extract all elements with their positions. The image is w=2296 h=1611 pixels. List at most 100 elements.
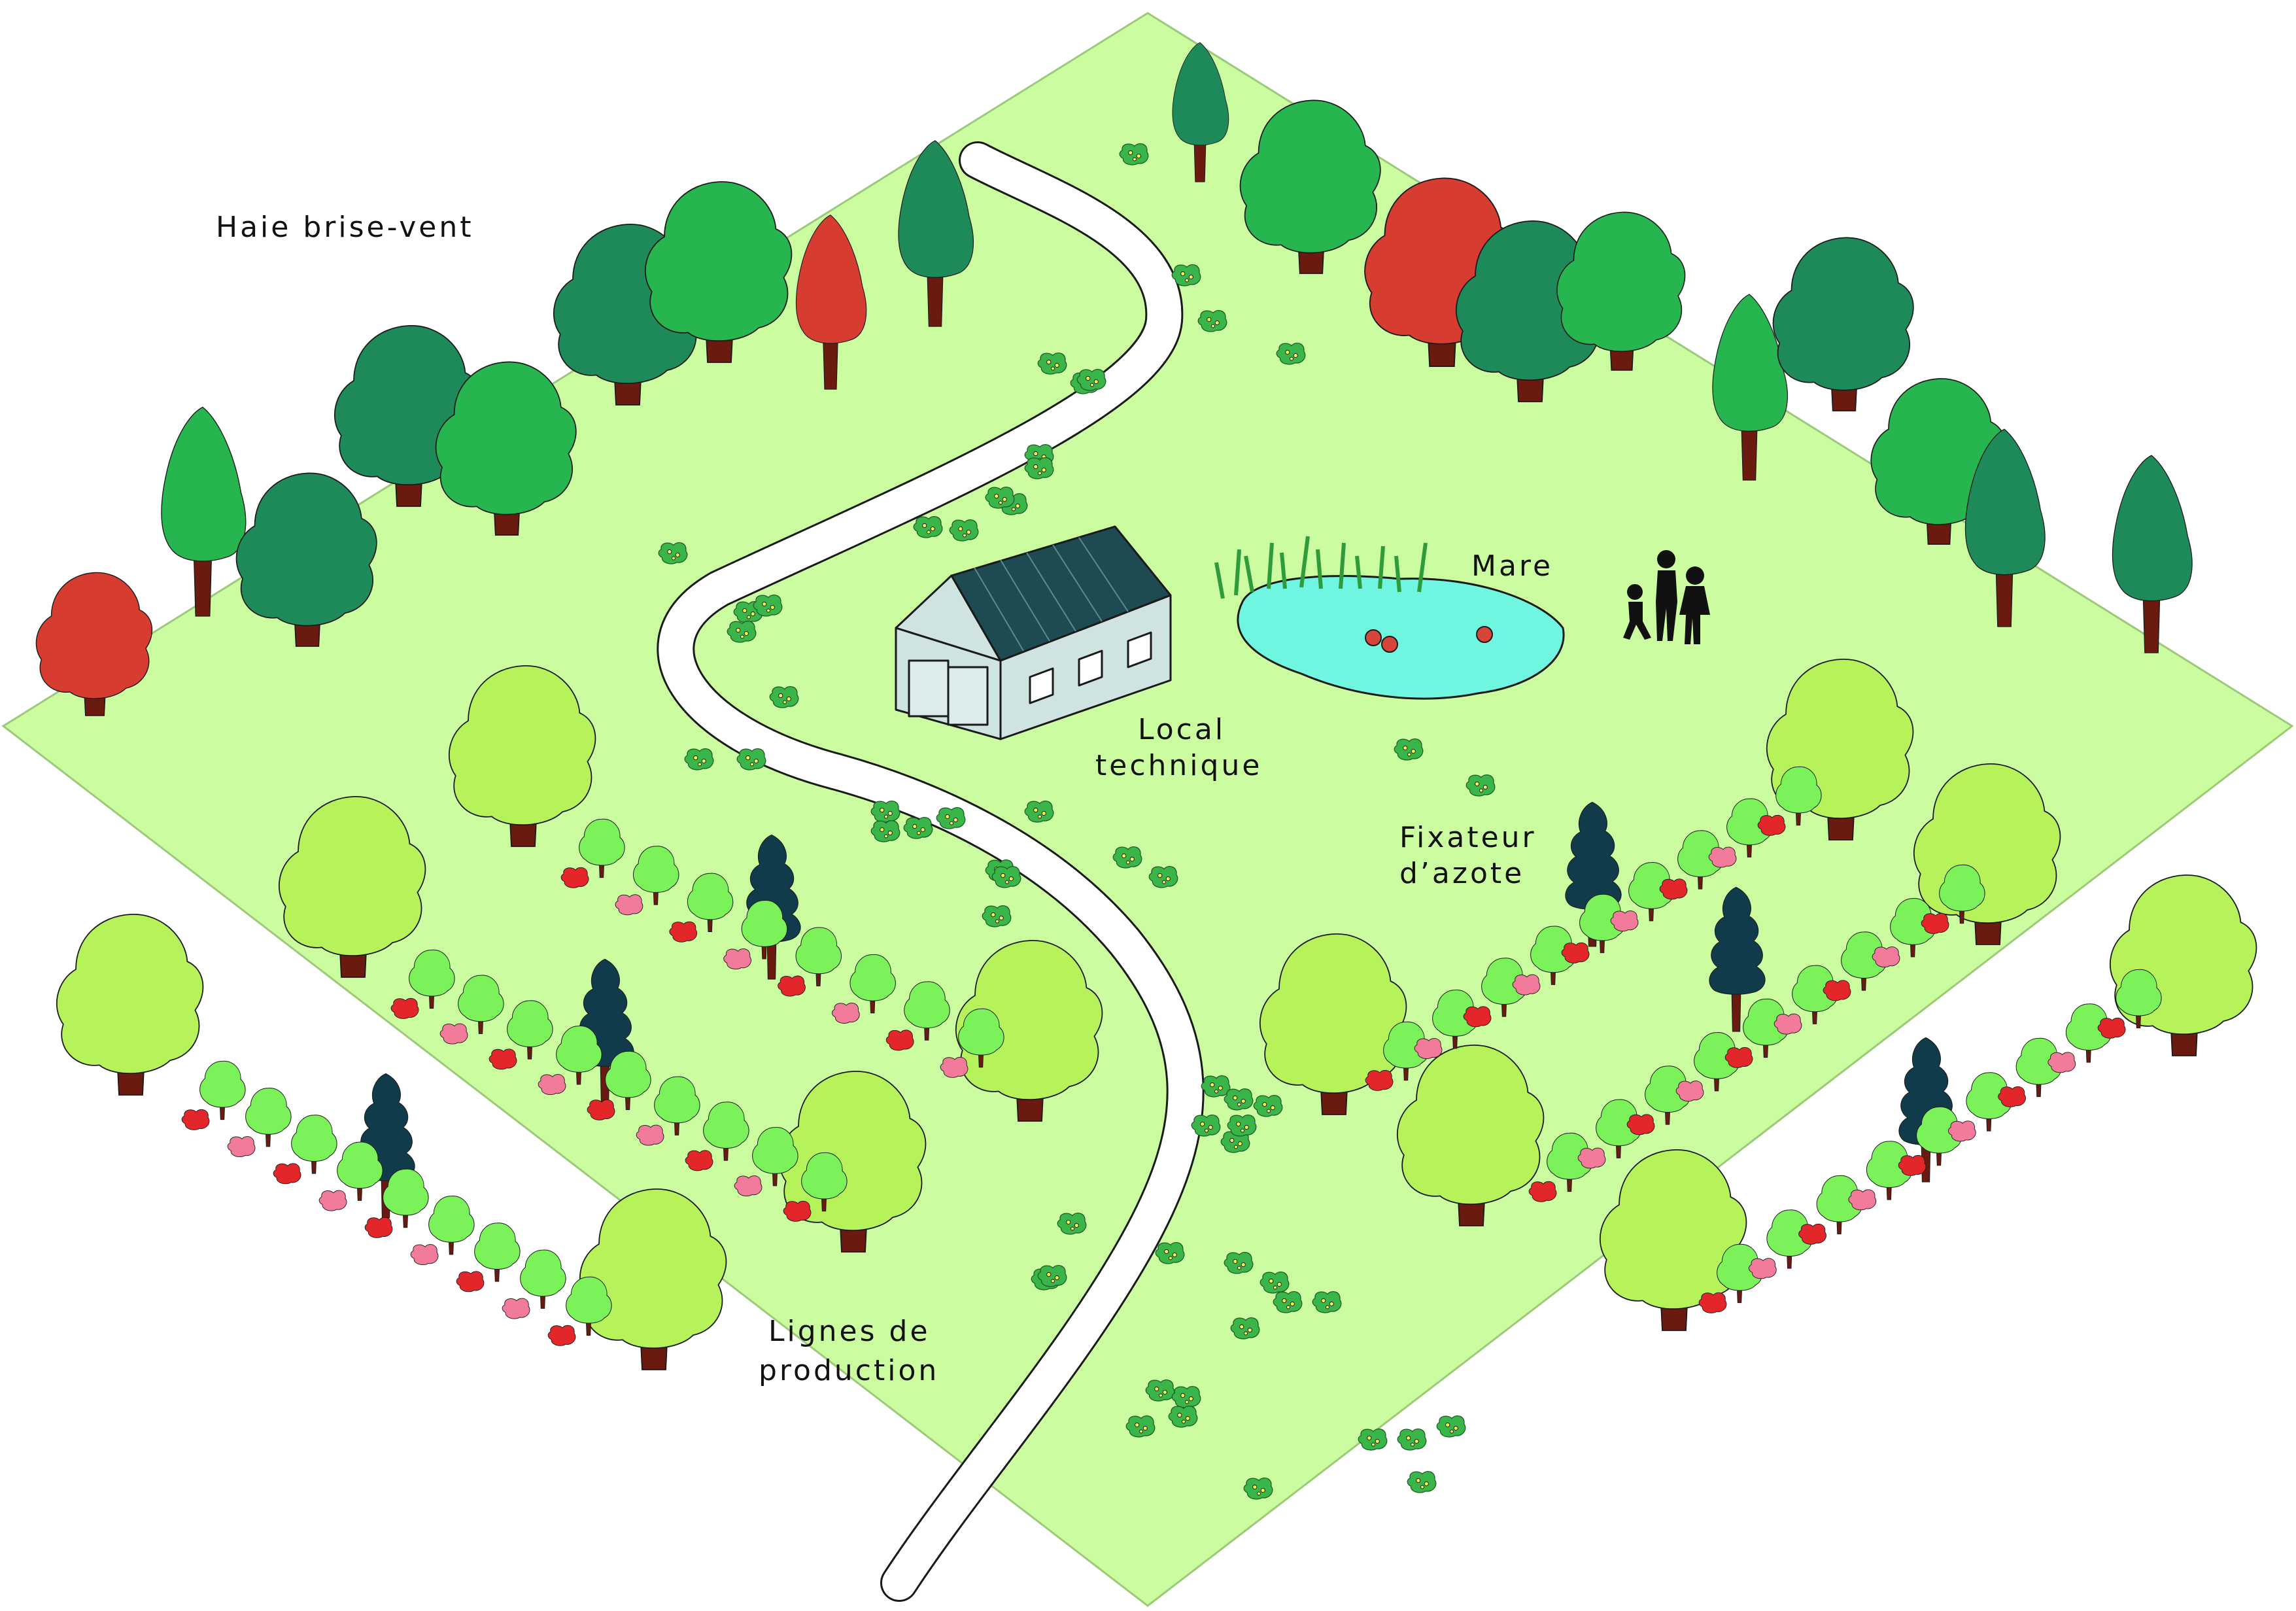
flower-clump-18 <box>684 748 714 771</box>
row-left-1-blob-0 <box>560 867 589 888</box>
row-left-2-blob-6 <box>685 1150 713 1171</box>
row-right-2-blob-3 <box>1675 1081 1704 1102</box>
row-right-3-blob-6 <box>1998 1086 2026 1107</box>
row-right-3-blob-2 <box>1798 1223 1826 1245</box>
row-left-3-blob-8 <box>547 1325 576 1346</box>
label-lignes-line1: Lignes de <box>768 1315 931 1348</box>
row-left-2-blob-7 <box>734 1175 762 1197</box>
flower-clump-44 <box>1145 1379 1175 1402</box>
row-right-3-blob-8 <box>2097 1017 2126 1039</box>
flower-clump-13 <box>658 542 688 564</box>
row-left-2-blob-8 <box>783 1200 812 1222</box>
row-left-3-blob-5 <box>410 1244 439 1266</box>
row-right-2-blob-4 <box>1724 1047 1753 1068</box>
flower-clump-3 <box>1276 343 1306 365</box>
flower-clump-41 <box>1273 1291 1303 1313</box>
label-haie-brise-vent: Haie brise-vent <box>216 211 474 244</box>
row-right-3-blob-7 <box>2048 1052 2076 1073</box>
people-silhouettes <box>1623 550 1710 644</box>
row-left-1-blob-6 <box>885 1030 914 1051</box>
flower-clump-29 <box>982 905 1012 927</box>
flower-clump-39 <box>1224 1252 1254 1274</box>
row-right-1-blob-4 <box>1561 942 1590 963</box>
row-right-2-blob-6 <box>1823 980 1851 1001</box>
flower-clump-12 <box>985 487 1015 509</box>
row-left-1-blob-4 <box>778 975 806 997</box>
row-left-2-blob-2 <box>488 1048 517 1070</box>
flower-clump-15 <box>753 595 783 617</box>
label-local-line1: Local <box>1138 713 1225 746</box>
row-right-3-blob-5 <box>1947 1120 1976 1142</box>
flower-clump-28 <box>1148 866 1178 888</box>
row-right-2-blob-7 <box>1872 946 1900 968</box>
flower-clump-52 <box>1243 1478 1273 1500</box>
flower-clump-11 <box>949 519 979 542</box>
row-left-3-blob-3 <box>318 1190 347 1211</box>
production-tree-right-2 <box>2109 874 2257 1056</box>
flower-clump-0 <box>1119 143 1149 165</box>
flower-clump-38 <box>1037 1265 1067 1287</box>
flower-clump-53 <box>1394 738 1424 761</box>
row-left-2-blob-4 <box>587 1099 615 1120</box>
row-left-3-blob-2 <box>273 1163 301 1185</box>
row-right-1-blob-6 <box>1659 878 1688 900</box>
flower-clump-40 <box>1259 1272 1290 1294</box>
pond <box>1214 536 1565 700</box>
production-tree-left-2 <box>56 913 204 1096</box>
flower-clump-25 <box>1112 846 1142 869</box>
row-left-3-shrub-7 <box>520 1249 566 1309</box>
label-fixateur-line2: d’azote <box>1399 857 1524 890</box>
row-left-2-blob-5 <box>636 1124 664 1146</box>
flower-clump-48 <box>1358 1429 1388 1451</box>
row-right-2-blob-0 <box>1528 1181 1557 1202</box>
row-left-1-blob-3 <box>723 948 752 970</box>
row-right-1-blob-0 <box>1365 1069 1394 1091</box>
row-right-3-blob-3 <box>1848 1189 1877 1211</box>
flower-clump-17 <box>769 686 799 708</box>
row-right-1-blob-8 <box>1757 814 1786 836</box>
row-left-2-blob-0 <box>390 997 419 1019</box>
production-tree-left-5 <box>579 1188 727 1370</box>
row-left-2-blob-3 <box>538 1074 566 1096</box>
row-left-2-blob-1 <box>439 1023 468 1045</box>
flower-clump-50 <box>1436 1415 1466 1438</box>
row-right-1-blob-7 <box>1708 846 1737 868</box>
flower-clump-46 <box>1125 1415 1156 1438</box>
row-right-1-blob-3 <box>1512 974 1541 996</box>
row-left-3-shrub-3 <box>337 1141 383 1202</box>
flower-clump-10 <box>913 516 943 538</box>
row-left-3-shrub-1 <box>245 1087 292 1147</box>
label-local-line2: technique <box>1095 749 1262 782</box>
flower-clump-19 <box>736 748 766 771</box>
row-left-3-blob-4 <box>364 1217 393 1238</box>
flower-clump-27 <box>991 866 1021 888</box>
flower-clump-34 <box>1227 1115 1257 1137</box>
row-left-3-blob-0 <box>181 1109 210 1130</box>
row-right-2-blob-1 <box>1577 1147 1606 1169</box>
row-right-1-blob-1 <box>1414 1038 1443 1060</box>
flower-clump-35 <box>1057 1213 1087 1235</box>
flower-clump-6 <box>1076 369 1106 391</box>
row-left-3-blob-6 <box>456 1271 485 1292</box>
local-technique-building <box>895 525 1172 740</box>
row-left-3-shrub-6 <box>474 1222 521 1282</box>
row-left-3-shrub-5 <box>428 1195 475 1255</box>
row-right-1-blob-2 <box>1463 1006 1492 1028</box>
flower-clump-43 <box>1230 1317 1260 1340</box>
row-left-1-blob-1 <box>615 894 643 916</box>
row-right-3-blob-1 <box>1748 1258 1777 1279</box>
row-left-3-blob-7 <box>502 1298 530 1319</box>
row-right-2-blob-5 <box>1773 1013 1802 1035</box>
flower-clump-45 <box>1171 1386 1201 1408</box>
flower-clump-2 <box>1197 310 1227 332</box>
flower-clump-22 <box>903 817 933 839</box>
flower-clump-49 <box>1397 1429 1427 1451</box>
flower-clump-16 <box>727 621 757 643</box>
flower-clump-30 <box>1201 1075 1231 1098</box>
flower-clump-23 <box>936 807 966 829</box>
flower-clump-20 <box>870 801 900 823</box>
flower-clump-31 <box>1224 1088 1254 1111</box>
row-right-3-blob-4 <box>1898 1154 1927 1176</box>
row-left-3-shrub-2 <box>291 1115 337 1174</box>
flower-clump-36 <box>1155 1242 1185 1264</box>
